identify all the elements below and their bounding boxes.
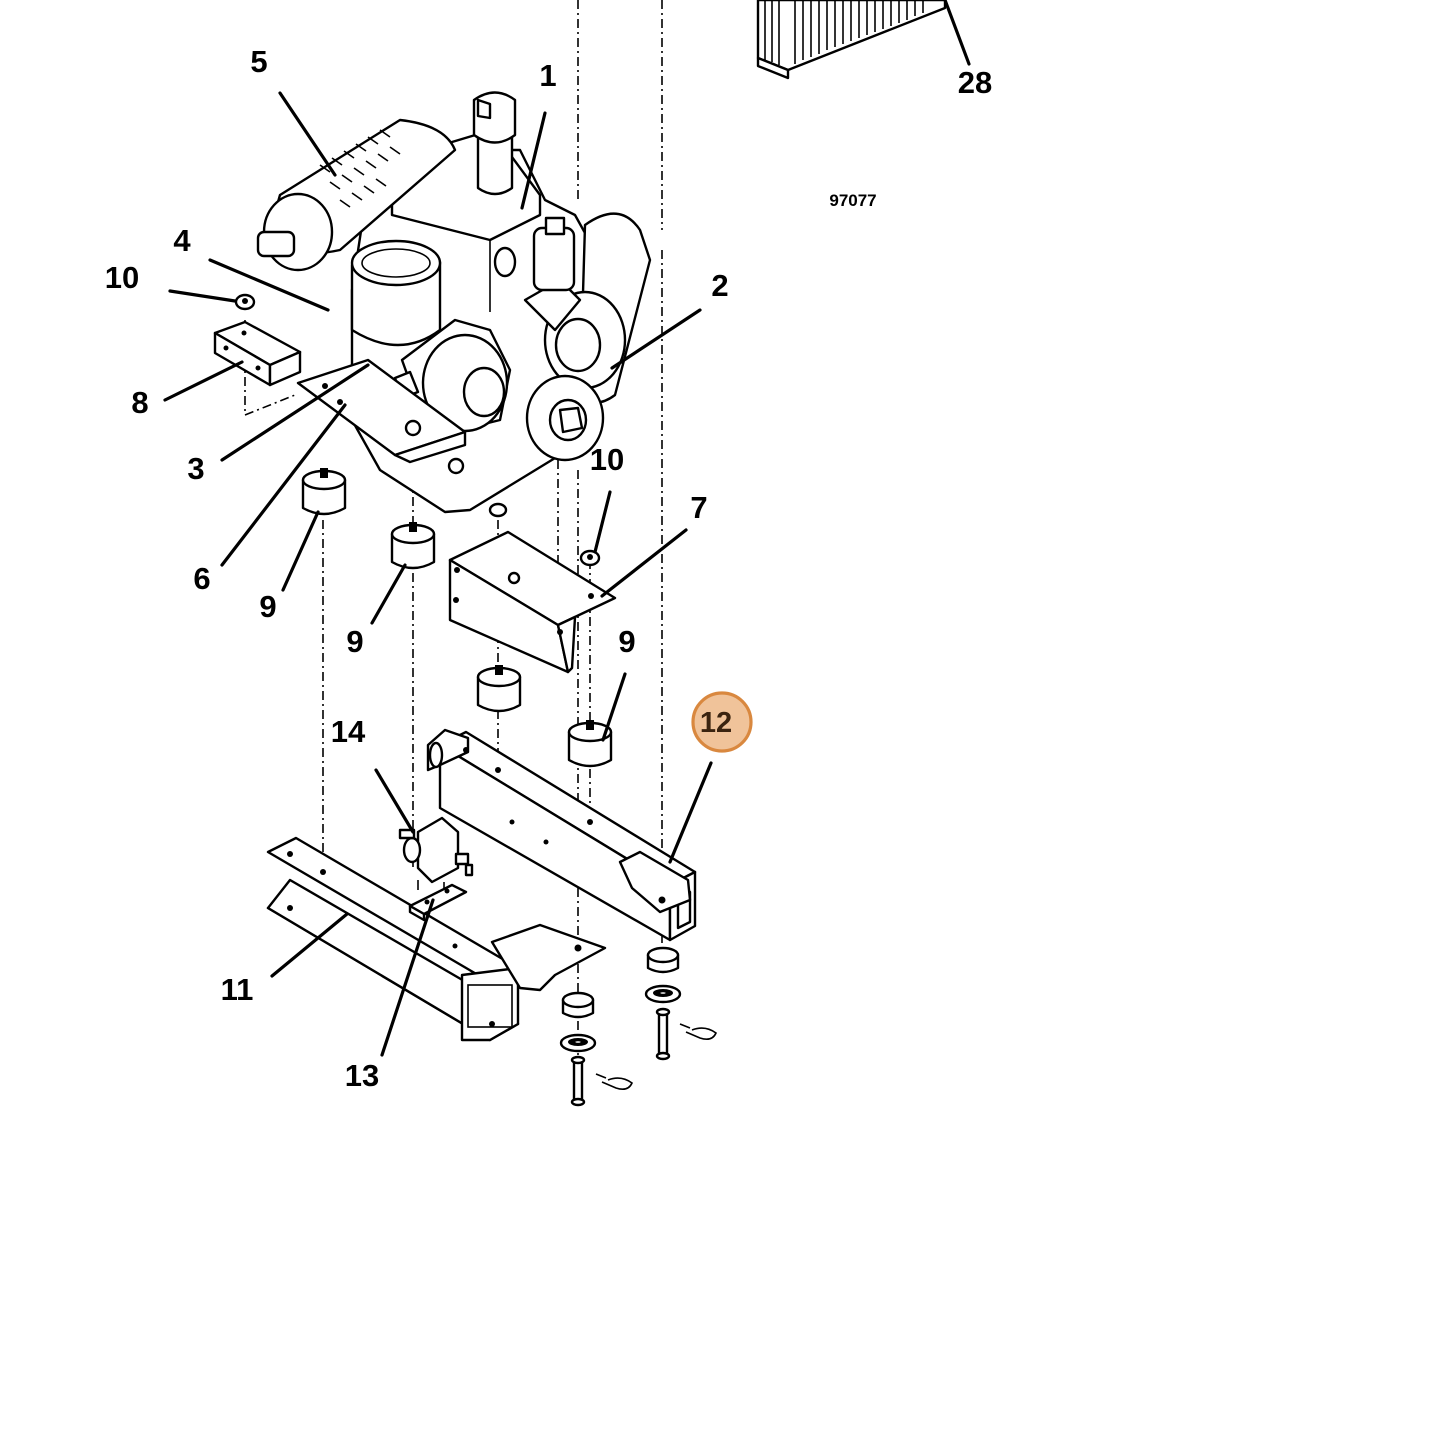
highlight-label: 12 [700,707,732,739]
callout-6: 6 [193,561,210,596]
frame-rail-left [266,836,607,1042]
highlight-marker[interactable]: 12 [691,691,753,753]
rubber-mount [567,720,613,768]
cotter-pin [595,1023,717,1090]
fuel-pump [398,816,474,892]
callout-9-right: 9 [618,624,635,659]
small-bracket [213,320,302,387]
callout-8: 8 [131,385,148,420]
callout-28: 28 [958,65,992,100]
callout-14: 14 [331,714,366,749]
nut [488,502,601,567]
pump-bracket [408,883,468,922]
callout-13: 13 [345,1058,379,1093]
leader-lines [163,0,971,1057]
nut-upper-left [234,293,256,311]
callout-4: 4 [173,223,191,258]
callout-9-left: 9 [259,589,276,624]
rubber-mount [476,665,522,713]
frame-rail-right [426,728,697,942]
callout-11: 11 [221,972,254,1007]
callout-3: 3 [187,451,204,486]
callout-10-right: 10 [590,442,624,477]
callout-labels: 1 2 3 4 5 6 7 8 9 9 9 10 10 11 13 14 28 [105,44,992,1093]
drawing-number: 97077 [829,191,876,210]
callout-7: 7 [690,490,707,525]
alignment-lines [244,0,663,1100]
callout-10-left: 10 [105,260,139,295]
rubber-mount [301,468,347,516]
radiator-part [756,0,947,80]
callout-2: 2 [711,268,728,303]
spacer-left [559,991,597,1107]
mount-bracket [448,530,617,674]
spacer-right [644,946,682,1061]
rubber-mount [390,522,436,570]
callout-5: 5 [250,44,267,79]
callout-9-center: 9 [346,624,363,659]
callout-1: 1 [539,58,556,93]
